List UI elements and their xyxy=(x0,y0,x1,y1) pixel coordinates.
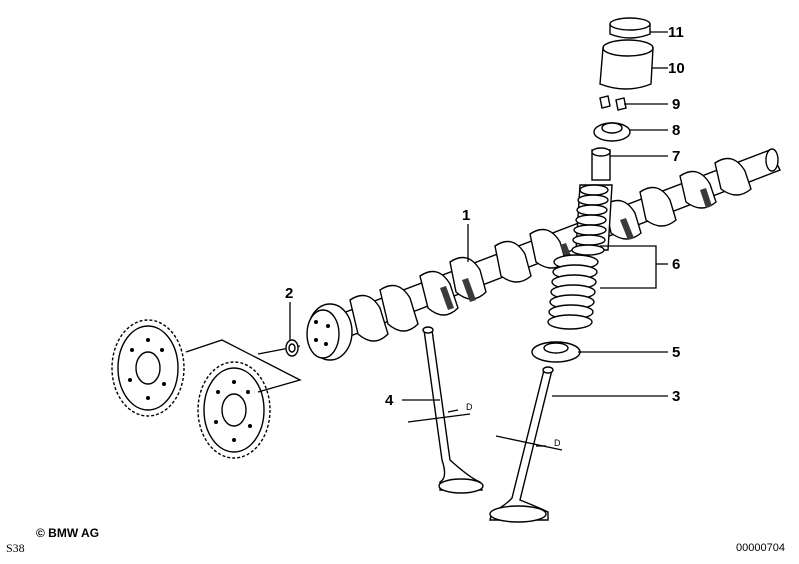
valve-part-3 xyxy=(489,366,554,523)
callout-10: 10 xyxy=(668,60,685,77)
dimension-label-d-3: D xyxy=(554,438,561,448)
sprocket-wheel-1 xyxy=(111,319,185,417)
valve-stem-seal-part-7 xyxy=(591,147,611,181)
spring-seat-part-5 xyxy=(531,341,581,363)
callout-1: 1 xyxy=(462,207,470,224)
callout-9: 9 xyxy=(672,96,680,113)
sprocket-wheel-2 xyxy=(197,361,271,459)
callout-5: 5 xyxy=(672,344,680,361)
dimension-mark-valve-4: D xyxy=(407,402,473,423)
valve-keepers-part-9 xyxy=(599,95,627,111)
callout-8: 8 xyxy=(672,122,680,139)
shim-part-11 xyxy=(609,17,651,39)
callout-2: 2 xyxy=(285,285,293,302)
bucket-tappet-part-10 xyxy=(599,39,654,90)
valve-springs xyxy=(547,184,613,330)
camshaft xyxy=(306,148,781,361)
callout-7: 7 xyxy=(672,148,680,165)
callout-11: 11 xyxy=(668,24,684,41)
diagram-code-right: 00000704 xyxy=(736,542,785,554)
callout-4: 4 xyxy=(385,392,394,409)
dimension-mark-valve-3: D xyxy=(495,435,563,451)
bush-part-2 xyxy=(285,339,299,357)
dimension-label-d-4: D xyxy=(466,402,473,412)
diagram-code-left: S38 xyxy=(6,541,25,555)
callout-3: 3 xyxy=(672,388,680,405)
spring-retainer-part-8 xyxy=(593,122,631,142)
leader-lines xyxy=(289,31,668,401)
copyright-notice: © BMW AG xyxy=(36,526,100,540)
callout-6: 6 xyxy=(672,256,680,273)
valve-part-4 xyxy=(422,326,484,494)
